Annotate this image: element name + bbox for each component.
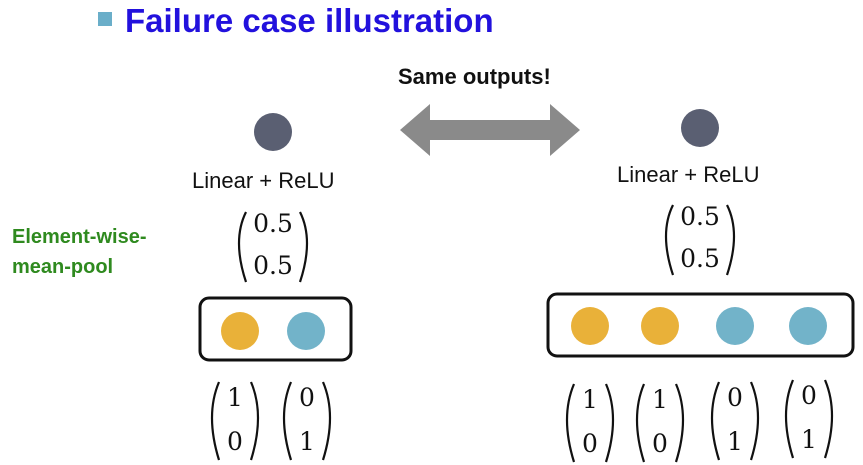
right-input-2-value-0: 1: [652, 385, 668, 414]
right-input-vector-4: 0 1: [784, 379, 834, 459]
left-output-node: [254, 113, 292, 151]
right-output-vector: 0.5 0.5: [664, 202, 736, 276]
side-label-line1: Element-wise-: [12, 226, 147, 248]
left-output-vector: 0.5 0.5: [237, 209, 309, 283]
right-node-blue-1: [716, 307, 754, 345]
right-input-1-value-0: 1: [582, 385, 598, 414]
right-input-4-value-0: 0: [801, 381, 817, 410]
left-input-vector-1: 1 0: [210, 381, 260, 461]
right-input-vector-3: 0 1: [710, 381, 760, 461]
right-input-1-value-1: 0: [582, 429, 598, 458]
right-output-value-0: 0.5: [680, 202, 720, 231]
right-node-orange-2: [641, 307, 679, 345]
left-output-value-1: 0.5: [253, 251, 293, 280]
left-input-2-value-0: 0: [299, 383, 315, 412]
left-input-vector-2: 0 1: [282, 381, 332, 461]
left-input-2-value-1: 1: [299, 427, 315, 456]
left-layer-label: Linear + ReLU: [192, 168, 335, 193]
left-output-value-0: 0.5: [253, 209, 293, 238]
same-outputs-label: Same outputs!: [398, 64, 551, 89]
left-input-1-value-0: 1: [227, 383, 243, 412]
double-arrow: [400, 104, 580, 156]
right-node-blue-2: [789, 307, 827, 345]
right-input-4-value-1: 1: [801, 425, 817, 454]
right-input-3-value-1: 1: [727, 427, 743, 456]
right-layer-label: Linear + ReLU: [617, 162, 760, 187]
slide-title: Failure case illustration: [125, 2, 494, 39]
right-input-3-value-0: 0: [727, 383, 743, 412]
left-node-orange: [221, 312, 259, 350]
right-node-orange-1: [571, 307, 609, 345]
right-input-2-value-1: 0: [652, 429, 668, 458]
right-input-vector-2: 1 0: [635, 383, 685, 463]
right-pool-box: [546, 292, 855, 358]
right-input-vector-1: 1 0: [565, 383, 615, 463]
bullet-square: [98, 12, 112, 26]
side-label-line2: mean-pool: [12, 256, 114, 278]
right-output-value-1: 0.5: [680, 244, 720, 273]
element-wise-mean-pool-label: Element-wise- mean-pool: [12, 222, 146, 282]
left-pool-box: [198, 296, 353, 362]
right-output-node: [681, 109, 719, 147]
left-node-blue: [287, 312, 325, 350]
left-input-1-value-1: 0: [227, 427, 243, 456]
